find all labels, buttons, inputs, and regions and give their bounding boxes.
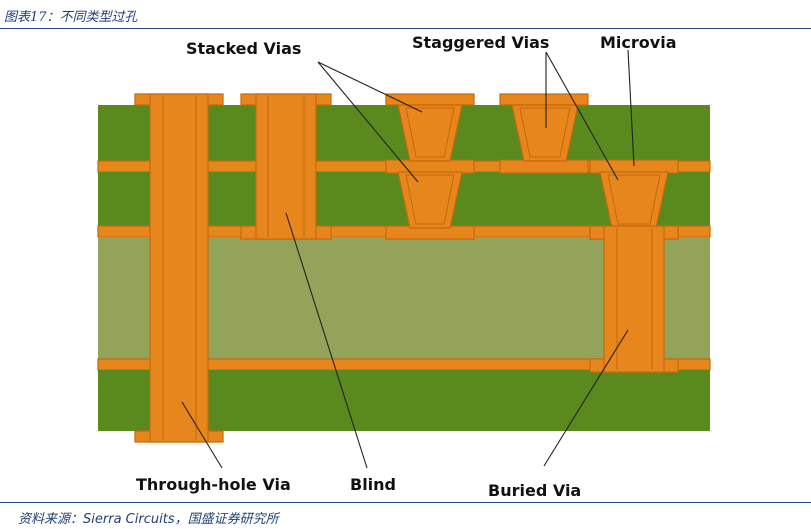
source-name: Sierra Circuits <box>83 512 175 527</box>
footer-rule <box>0 502 811 503</box>
staggered-via <box>499 93 589 174</box>
label-stacked-vias: Stacked Vias <box>186 39 301 58</box>
label-microvia: Microvia <box>600 33 676 52</box>
stacked-vias <box>385 93 475 240</box>
label-buried-via: Buried Via <box>488 481 581 500</box>
figure-title: 图表17：不同类型过孔 <box>4 10 138 25</box>
through-hole-via <box>134 93 224 443</box>
label-blind: Blind <box>350 475 396 494</box>
buried-via <box>589 225 679 373</box>
blind-via <box>240 93 332 240</box>
source-suffix: ，国盛证券研究所 <box>174 512 279 527</box>
figure-header: 图表17：不同类型过孔 <box>0 0 811 33</box>
source-note: 资料来源：Sierra Circuits，国盛证券研究所 <box>18 508 279 527</box>
label-staggered-vias: Staggered Vias <box>412 33 549 52</box>
figure-footer: 资料来源：Sierra Circuits，国盛证券研究所 <box>0 502 811 529</box>
header-rule <box>0 28 811 29</box>
label-through-hole-via: Through-hole Via <box>136 475 291 494</box>
leader-lines <box>181 49 635 469</box>
source-prefix: 资料来源： <box>18 512 84 527</box>
